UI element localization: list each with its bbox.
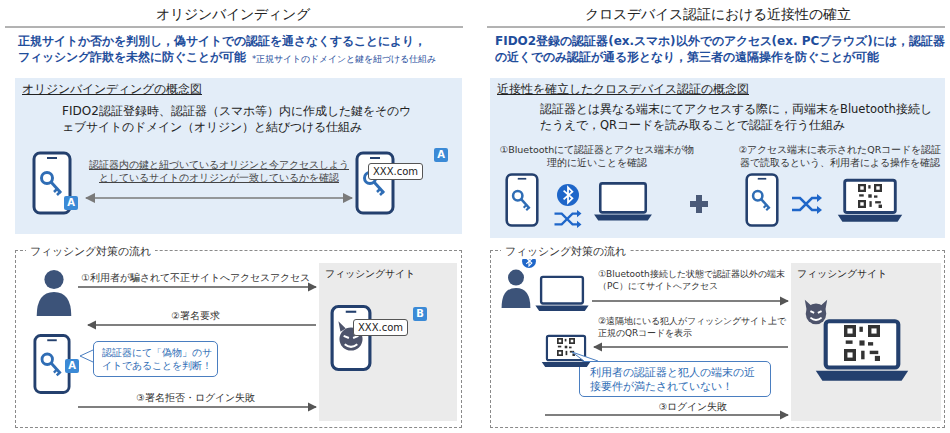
domain-bubble: XXX.com: [368, 163, 423, 180]
callout-box: 利用者の認証器と犯人の端末の近接要件が満たされていない！: [579, 361, 771, 397]
flow-arrow: [88, 324, 316, 325]
origin-badge: A: [64, 196, 78, 210]
flow-arrow: [78, 286, 316, 287]
panel-column: クロスデバイス認証における近接性の確立 FIDO2登録の認証器(ex.スマホ)以外…: [485, 0, 950, 433]
callout-tail: [80, 350, 93, 362]
title-rule: [5, 27, 463, 28]
phishing-site-area: フィッシングサイト XXX.com B: [319, 263, 457, 421]
origin-badge: A: [434, 148, 448, 162]
step-label: ①Bluetoothにて認証器とアクセス端末が物理的に近いことを確認: [497, 143, 697, 169]
device-icon-box: XXX.com A: [352, 145, 458, 225]
step-label: ②アクセス端末に表示されたQRコードを認証器で読取るという、利用者による操作を確…: [737, 143, 943, 169]
site-label: フィッシングサイト: [325, 267, 415, 281]
person-icon: [502, 270, 531, 308]
step-label: ③署名拒否・ログイン失敗: [75, 391, 316, 404]
device-icon-box: XXX.com B: [326, 299, 451, 387]
panel-title: オリジンバインディング: [0, 6, 465, 24]
panel-column: オリジンバインディング正規サイトか否かを判別し，偽サイトでの認証を通さなくするこ…: [0, 0, 465, 433]
step-label: ②署名要求: [75, 309, 316, 322]
step-label: ②遠隔地にいる犯人がフィッシングサイト上で正規のQRコードを表示: [598, 315, 788, 339]
box-heading: 近接性を確立したクロスデバイス認証の概念図: [497, 82, 749, 97]
flow-heading: フィッシング対策の流れ: [26, 244, 155, 259]
qr-code: [557, 338, 575, 356]
callout-tail: [572, 352, 598, 361]
device-icon-box: A: [30, 148, 86, 220]
flow-arrow: [594, 346, 788, 347]
summary-statement: FIDO2登録の認証器(ex.スマホ)以外でのアクセス(ex. PCブラウズ)に…: [495, 33, 950, 65]
callout-box: 認証器にて「偽物」のサイトであることを判断！: [93, 341, 218, 377]
panel-title: クロスデバイス認証における近接性の確立: [485, 6, 950, 24]
step-label: ①Bluetooth接続した状態で認証器以外の端末（PC）にてサイトへアクセス: [598, 268, 788, 292]
step-label: ③ログイン失敗: [598, 400, 788, 413]
edge-label: 認証器内の鍵と紐づいているオリジンと今アクセスしようとしているサイトのオリジンが…: [88, 158, 350, 184]
box-body: 認証器とは異なる端末にてアクセスする際に，両端末をBluetooth接続したうえ…: [540, 101, 932, 133]
concept-box: オリジンバインディングの概念図 FIDO2認証登録時、認証器（スマホ等）内に作成し…: [15, 78, 462, 234]
person-icon: [37, 270, 72, 316]
origin-badge: B: [413, 307, 427, 321]
domain-bubble: XXX.com: [353, 319, 408, 336]
step-label: ①利用者が騙されて不正サイトへアクセスアクセス: [75, 271, 316, 284]
callout-text: 利用者の認証器と犯人の端末の近接要件が満たされていない！: [590, 366, 765, 394]
origin-badge: A: [65, 359, 79, 373]
laptop-icon: [535, 277, 588, 311]
title-rule: [487, 27, 945, 28]
flow-heading: フィッシング対策の流れ: [501, 244, 630, 259]
device-icon-box: A: [31, 331, 77, 401]
note-text: *正規サイトのドメインと鍵を紐づける仕組み: [252, 54, 436, 66]
site-label: フィッシングサイト: [797, 267, 887, 281]
flow-arrow: [592, 300, 788, 301]
flow-arrow: [78, 406, 316, 407]
phishing-site-area: フィッシングサイト: [791, 263, 941, 421]
phone-icon: [35, 336, 69, 393]
box-body: FIDO2認証登録時、認証器（スマホ等）内に作成した鍵をそのウェブサイトのドメイ…: [62, 103, 414, 135]
callout-text: 認証器にて「偽物」のサイトであることを判断！: [102, 346, 212, 372]
flow-arrow: [545, 414, 788, 415]
box-heading: オリジンバインディングの概念図: [22, 82, 202, 97]
